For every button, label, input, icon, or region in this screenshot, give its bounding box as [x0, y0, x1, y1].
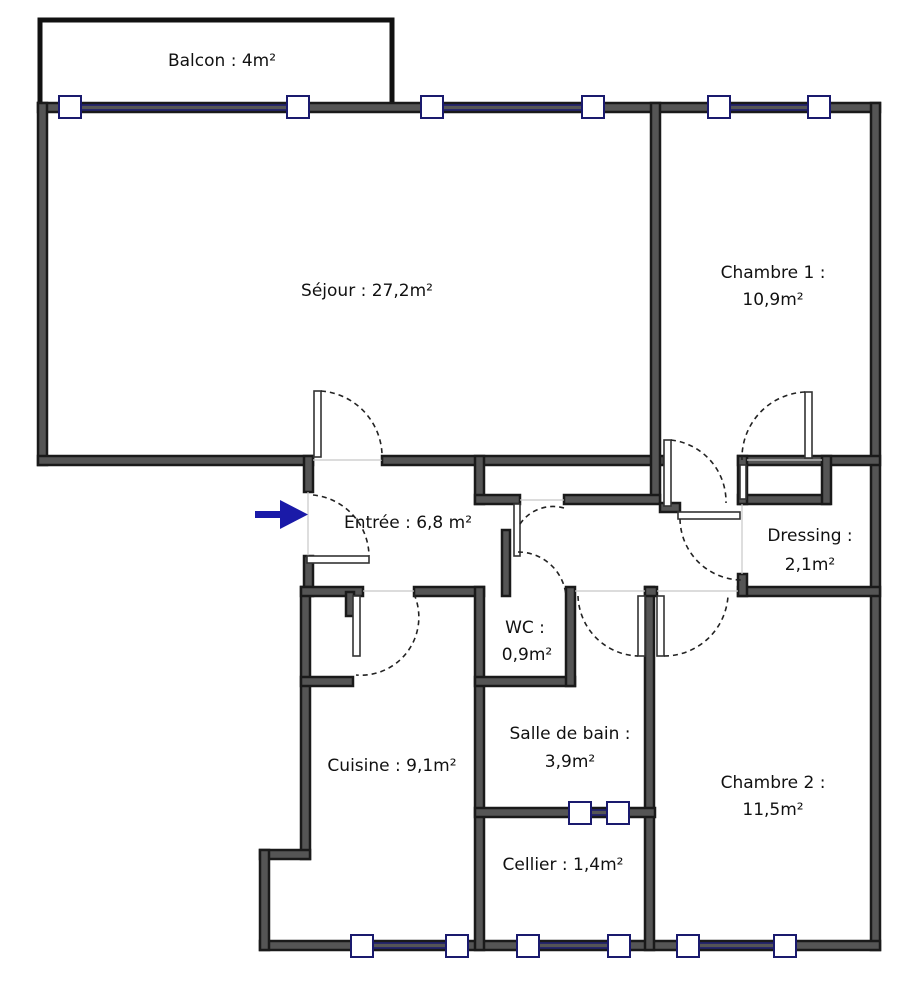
label-wc-name: WC :: [505, 618, 545, 638]
label-dressing-name: Dressing :: [767, 526, 852, 546]
balcony-railing: [37, 17, 395, 103]
door-chambre1: [663, 439, 672, 507]
window-chambre1: [707, 95, 831, 119]
arrow-right-icon: [255, 500, 308, 529]
room-labels: Balcon : 4m² Séjour : 27,2m² Chambre 1 :…: [168, 51, 853, 875]
label-balcon: Balcon : 4m²: [168, 51, 276, 71]
door-wc: [513, 503, 521, 557]
windows: [58, 95, 831, 958]
label-wc-area: 0,9m²: [502, 645, 552, 665]
door-chambre2: [656, 595, 665, 657]
label-chambre1-area: 10,9m²: [742, 290, 803, 310]
door-salle-de-bain: [637, 595, 646, 657]
label-sdb-name: Salle de bain :: [509, 724, 630, 744]
doors: [306, 390, 813, 676]
door-entree: [306, 555, 370, 564]
door-cuisine: [352, 595, 361, 657]
window-cellier: [516, 934, 631, 958]
window-cuisine: [350, 934, 469, 958]
door-corridor: [677, 511, 741, 520]
label-sejour: Séjour : 27,2m²: [301, 281, 433, 301]
label-dressing-area: 2,1m²: [785, 555, 835, 575]
label-sdb-area: 3,9m²: [545, 752, 595, 772]
door-dressing: [804, 391, 813, 459]
label-cellier: Cellier : 1,4m²: [503, 855, 624, 875]
label-entree: Entrée : 6,8 m²: [344, 513, 472, 533]
door-sejour: [313, 390, 322, 458]
window-balcon-1: [58, 95, 310, 119]
walls: [36, 101, 882, 952]
label-cuisine: Cuisine : 9,1m²: [327, 756, 456, 776]
label-chambre1-name: Chambre 1 :: [721, 263, 826, 283]
label-chambre2-name: Chambre 2 :: [721, 773, 826, 793]
window-salle-de-bain: [568, 801, 630, 825]
window-chambre2: [676, 934, 797, 958]
label-chambre2-area: 11,5m²: [742, 800, 803, 820]
window-sejour-2: [420, 95, 605, 119]
